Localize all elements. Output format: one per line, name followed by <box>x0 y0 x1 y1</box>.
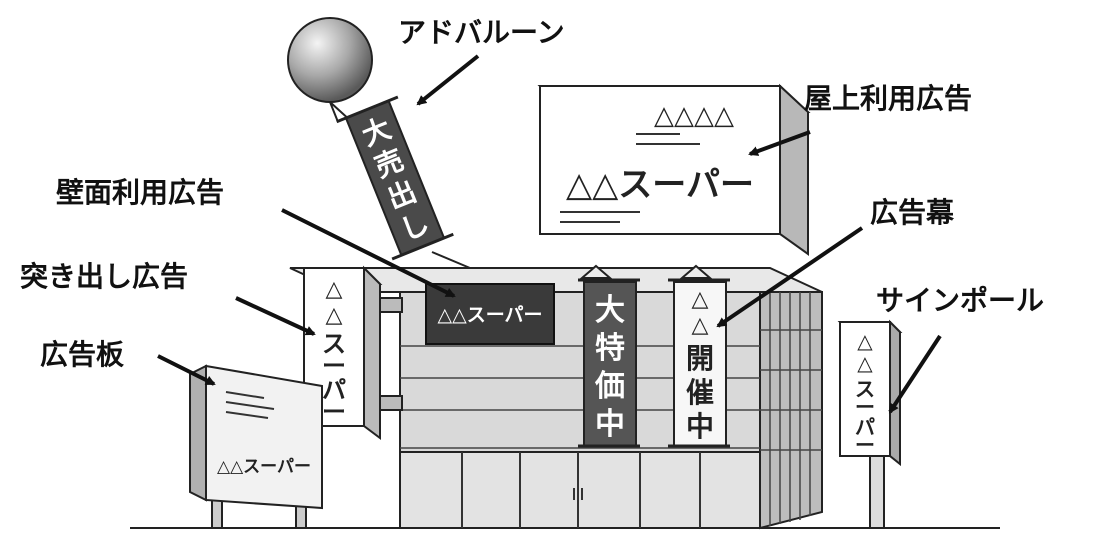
label-billboard: 広告板 <box>40 338 124 371</box>
banner-dark-char: 価 <box>594 369 625 404</box>
rooftop-billboard: △△△△ △△スーパー <box>537 83 811 256</box>
sign-pole-char: ス <box>855 377 875 401</box>
banner-dark: 大 特 価 中 <box>578 264 640 448</box>
banner-light-char: △ <box>692 313 709 338</box>
billboard-text: △△スーパー <box>217 457 311 477</box>
sign-pole-char: △ <box>857 329 873 353</box>
arrow-rooftop <box>748 130 811 156</box>
projecting-sign-char: △ <box>326 277 343 302</box>
projecting-sign-char: ー <box>322 352 346 380</box>
balloon-banner: 大 売 出 し <box>336 95 454 261</box>
arrow-banner <box>716 226 864 328</box>
sign-pole: △ △ ス ー パ ー <box>837 319 903 529</box>
label-wall: 壁面利用広告 <box>56 176 224 209</box>
arrow-ad-balloon <box>416 54 480 106</box>
banner-light-char: 中 <box>686 410 714 443</box>
label-rooftop: 屋上利用広告 <box>804 82 972 115</box>
projecting-sign-char: △ <box>326 303 343 328</box>
sign-pole-char: パ <box>855 415 875 439</box>
banner-dark-char: 大 <box>595 293 625 328</box>
label-ad-balloon: アドバルーン <box>398 16 565 49</box>
rooftop-main-text: △△スーパー <box>566 165 754 205</box>
callout-arrows <box>157 54 942 414</box>
banner-light: △ △ 開 催 中 <box>668 264 730 448</box>
projecting-sign-char: ー <box>322 398 346 426</box>
sign-pole-char: ー <box>855 433 875 457</box>
arrow-billboard <box>157 354 216 386</box>
banner-light-char: 開 <box>686 342 714 375</box>
sign-pole-char: △ <box>857 351 873 375</box>
arrow-sign-pole <box>888 334 942 414</box>
arrow-wall <box>281 208 456 298</box>
ad-balloon <box>287 17 471 269</box>
billboard: △△スーパー <box>189 364 323 529</box>
rooftop-top-text: △△△△ <box>654 101 734 131</box>
banner-light-char: 催 <box>686 376 714 409</box>
arrow-projecting <box>235 296 316 336</box>
projecting-sign-char: ス <box>322 330 346 358</box>
banner-light-char: △ <box>692 287 709 312</box>
wall-sign-text: △△スーパー <box>437 304 542 326</box>
banner-dark-char: 特 <box>595 331 625 366</box>
projecting-sign: △ △ ス ー パ ー <box>301 265 403 440</box>
label-projecting: 突き出し広告 <box>20 260 188 293</box>
label-sign-pole: サインポール <box>876 284 1044 317</box>
sign-pole-char: ー <box>855 395 875 419</box>
banner-dark-char: 中 <box>595 407 625 442</box>
projecting-sign-char: パ <box>322 376 346 404</box>
label-banner: 広告幕 <box>870 196 955 229</box>
